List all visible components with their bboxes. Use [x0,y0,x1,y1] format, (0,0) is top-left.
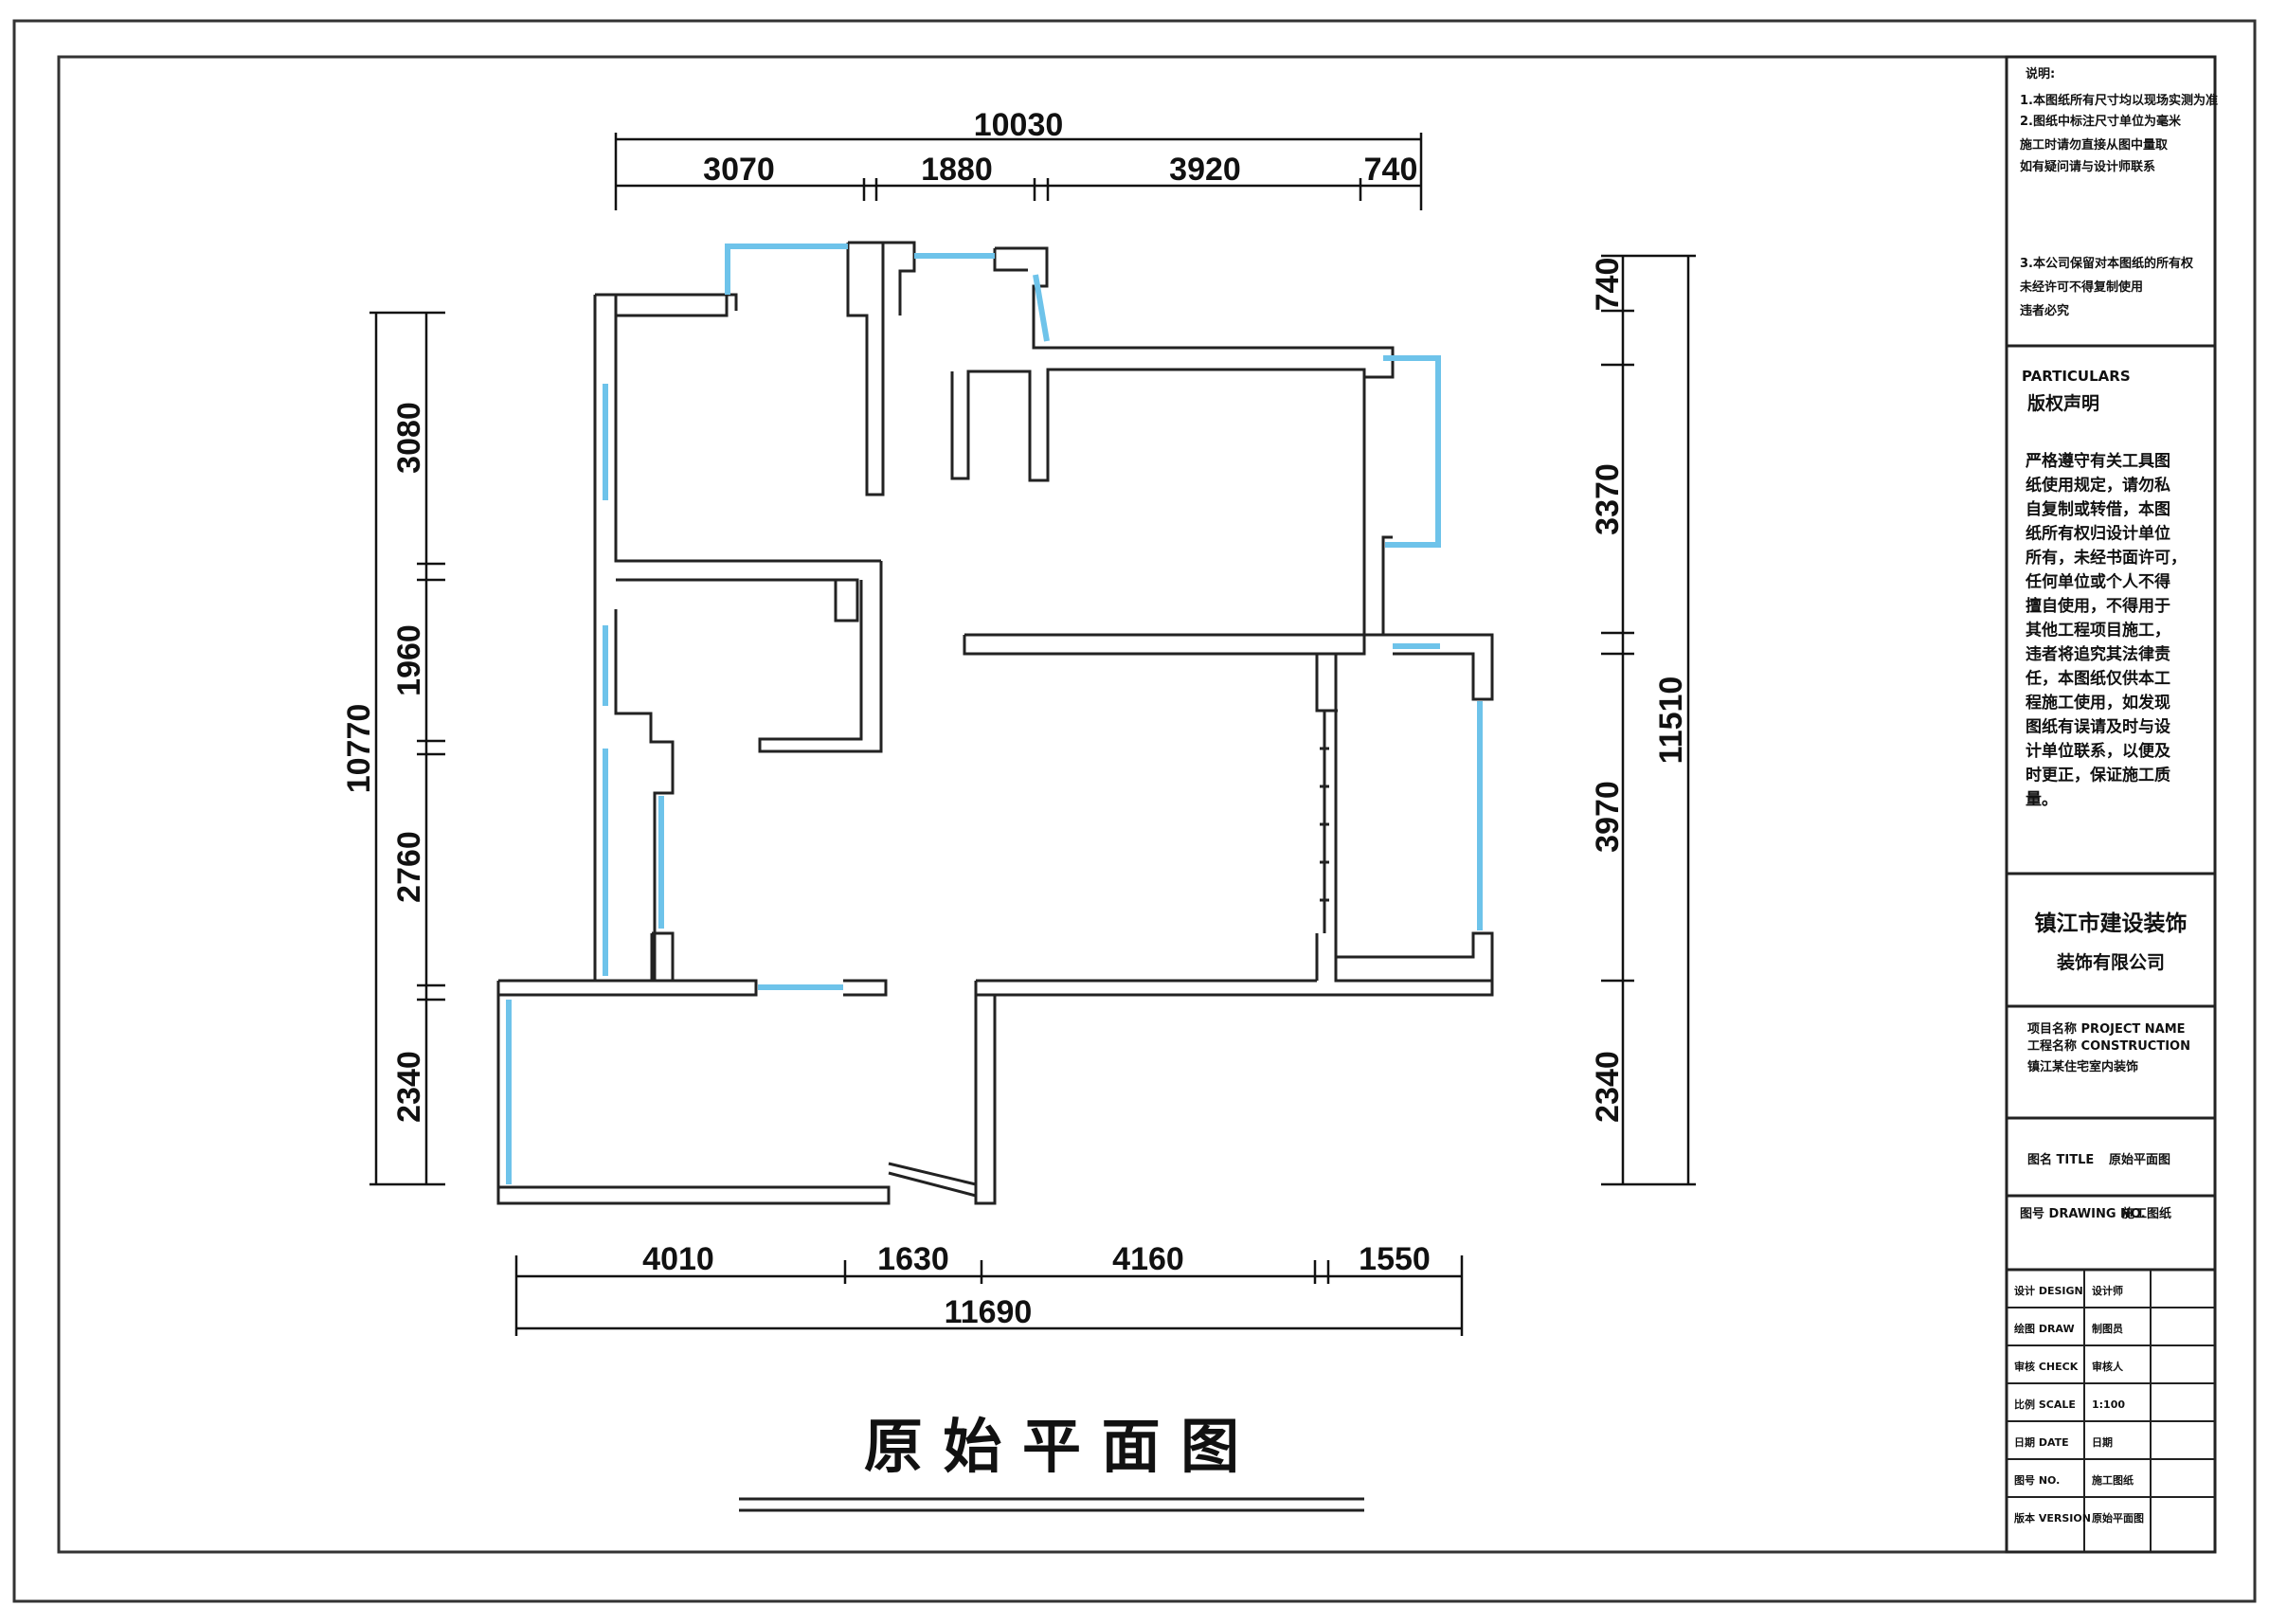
copyright-body-line: 任何单位或个人不得 [2025,572,2170,592]
notes-line: 1.本图纸所有尺寸均以现场实测为准 [2020,93,2218,108]
project-label-1: 项目名称 PROJECT NAME [2027,1021,2186,1037]
copyright-body-line: 严格遵守有关工具图 [2026,451,2170,471]
dimension-lines [369,133,1696,1336]
copyright-section: PARTICULARS 版权声明 严格遵守有关工具图纸使用规定，请勿私自复制或转… [2022,368,2187,809]
copyright-body-line: 所有，未经书面许可， [2026,548,2187,568]
walls [496,241,1494,1205]
dim-right-seg-1: 740 [1590,258,1626,312]
notes-line: 施工时请勿直接从图中量取 [2020,137,2169,153]
info-row-value: 设计师 [2092,1284,2123,1297]
outer-border [12,19,2257,1603]
dim-top-seg-2: 1880 [921,152,993,188]
drawing-name-label: 图名 TITLE [2027,1152,2094,1167]
dim-left-seg-3: 2760 [391,831,427,903]
copyright-body-line: 纸使用规定，请勿私 [2026,476,2170,496]
drawing-no-value: 施工图纸 [2122,1206,2171,1221]
dim-top-total: 10030 [974,107,1064,143]
info-row-label: 审核 CHECK [2014,1360,2079,1373]
title-block [2005,55,2217,1554]
info-row-label: 设计 DESIGN [2014,1284,2083,1297]
info-row-label: 日期 DATE [2014,1435,2069,1449]
dim-bottom-seg-3: 4160 [1112,1241,1184,1277]
notes-line: 2.图纸中标注尺寸单位为毫米 [2020,114,2182,129]
info-row-value: 制图员 [2092,1322,2123,1335]
dim-top-seg-4: 740 [1364,152,1418,188]
copyright-body-line: 程施工使用，如发现 [2026,693,2170,713]
copyright-body-line: 擅自使用，不得用于 [2026,596,2170,616]
copyright-body-line: 时更正，保证施工质 [2026,766,2170,785]
drawing-title: 原 始 平 面 图 [864,1412,1239,1481]
dim-left-seg-2: 1960 [391,624,427,696]
notes-line: 如有疑问请与设计师联系 [2020,159,2155,174]
dim-right-seg-4: 2340 [1590,1051,1626,1123]
project-value: 镇江某住宅室内装饰 [2027,1059,2138,1074]
info-row-value: 日期 [2092,1435,2113,1449]
copyright-body-line: 量。 [2026,789,2058,809]
info-row-value: 原始平面图 [2092,1511,2144,1525]
dimension-labels: 10030 3070 1880 3920 740 4010 1630 4160 … [341,107,1689,1330]
dim-bottom-total: 11690 [945,1294,1033,1330]
windows [506,244,1483,1184]
notes-line: 3.本公司保留对本图纸的所有权 [2020,256,2194,271]
dim-left-seg-4: 2340 [391,1051,427,1123]
dim-bottom-seg-1: 4010 [642,1241,714,1277]
dim-left-total: 10770 [341,704,377,794]
copyright-body-line: 违者将追究其法律责 [2026,644,2170,664]
copyright-heading-cn: 版权声明 [2027,392,2099,414]
info-row-label: 绘图 DRAW [2014,1322,2075,1335]
copyright-heading-en: PARTICULARS [2022,368,2131,385]
company-name-line-2: 装饰有限公司 [2056,951,2165,973]
company-name-line-1: 镇江市建设装饰 [2035,911,2188,936]
copyright-body-line: 计单位联系，以便及 [2026,741,2171,761]
dim-bottom-seg-4: 1550 [1359,1241,1431,1277]
info-row-label: 比例 SCALE [2014,1398,2076,1411]
info-row-value: 施工图纸 [2092,1473,2134,1487]
dim-left-seg-1: 3080 [391,402,427,474]
drawing-no-label: 图号 DRAWING NO. [2020,1207,2146,1221]
dim-top-seg-1: 3070 [703,152,775,188]
copyright-body-line: 自复制或转借，本图 [2026,499,2170,519]
notes-line: 未经许可不得复制使用 [2019,280,2143,295]
dim-right-total: 11510 [1653,677,1689,765]
copyright-body-line: 纸所有权归设计单位 [2026,524,2170,544]
info-row-label: 版本 VERSION [2014,1511,2091,1525]
copyright-body-line: 图纸有误请及时与设 [2026,717,2170,737]
dim-top-seg-3: 3920 [1169,152,1241,188]
info-row-label: 图号 NO. [2014,1474,2060,1487]
drawing-name-value: 原始平面图 [2109,1152,2170,1167]
notes-section: 说明: 1.本图纸所有尺寸均以现场实测为准 2.图纸中标注尺寸单位为毫米 施工时… [2019,66,2218,318]
dim-bottom-seg-2: 1630 [877,1241,949,1277]
notes-heading: 说明: [2026,66,2055,81]
info-row-value: 审核人 [2092,1360,2124,1373]
copyright-body-line: 任，本图纸仅供本工 [2025,669,2170,689]
project-label-2: 工程名称 CONSTRUCTION [2027,1038,2190,1054]
info-row-value: 1:100 [2092,1398,2125,1411]
copyright-body-line: 其他工程项目施工， [2026,621,2170,641]
dim-right-seg-3: 3970 [1590,781,1626,853]
dim-right-seg-2: 3370 [1590,463,1626,535]
notes-line: 违者必究 [2020,303,2069,318]
